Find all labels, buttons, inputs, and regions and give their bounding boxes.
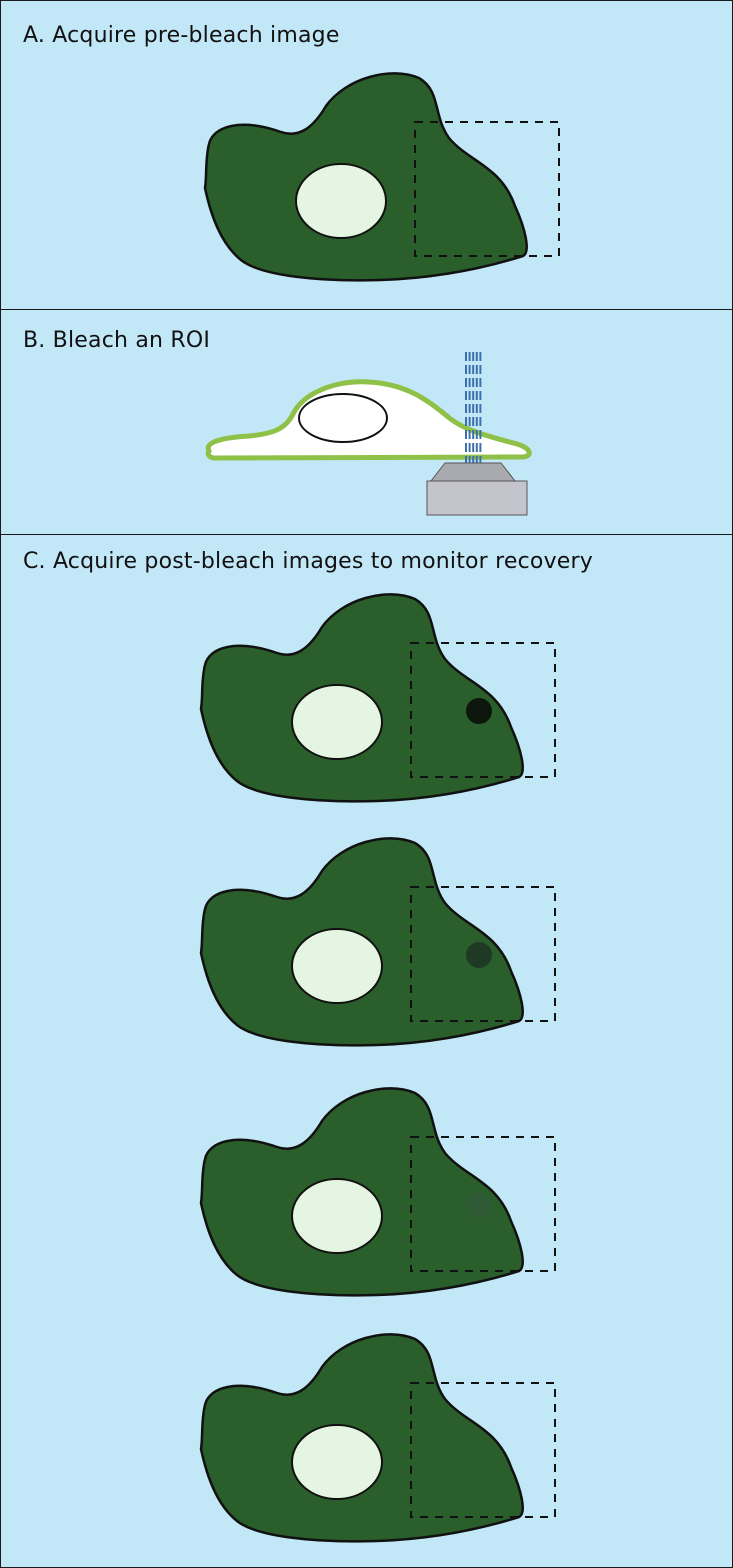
objective-lens-top xyxy=(431,463,515,481)
panel-a-title: A. Acquire pre-bleach image xyxy=(23,23,340,48)
panel-prebleach: A. Acquire pre-bleach image xyxy=(0,0,733,310)
nucleus xyxy=(292,1179,382,1253)
nucleus-side xyxy=(299,394,387,442)
cell-recovery-3 xyxy=(197,1081,567,1301)
cell-recovery-1 xyxy=(197,587,567,807)
objective-body xyxy=(427,481,527,515)
panel-postbleach: C. Acquire post-bleach images to monitor… xyxy=(0,534,733,1568)
panel-bleach: B. Bleach an ROI xyxy=(0,309,733,535)
nucleus xyxy=(292,929,382,1003)
panel-b-title: B. Bleach an ROI xyxy=(23,328,210,353)
nucleus xyxy=(292,685,382,759)
nucleus xyxy=(296,164,386,238)
bleached-spot xyxy=(466,698,492,724)
cell-recovery-2 xyxy=(197,831,567,1051)
cell-recovery-4 xyxy=(197,1327,567,1547)
nucleus xyxy=(292,1425,382,1499)
panel-c-title: C. Acquire post-bleach images to monitor… xyxy=(23,549,593,574)
bleached-spot xyxy=(466,1192,492,1218)
cell-prebleach xyxy=(201,66,571,286)
cell-side-view xyxy=(201,350,541,520)
bleached-spot xyxy=(466,942,492,968)
bleached-spot xyxy=(466,1438,492,1464)
